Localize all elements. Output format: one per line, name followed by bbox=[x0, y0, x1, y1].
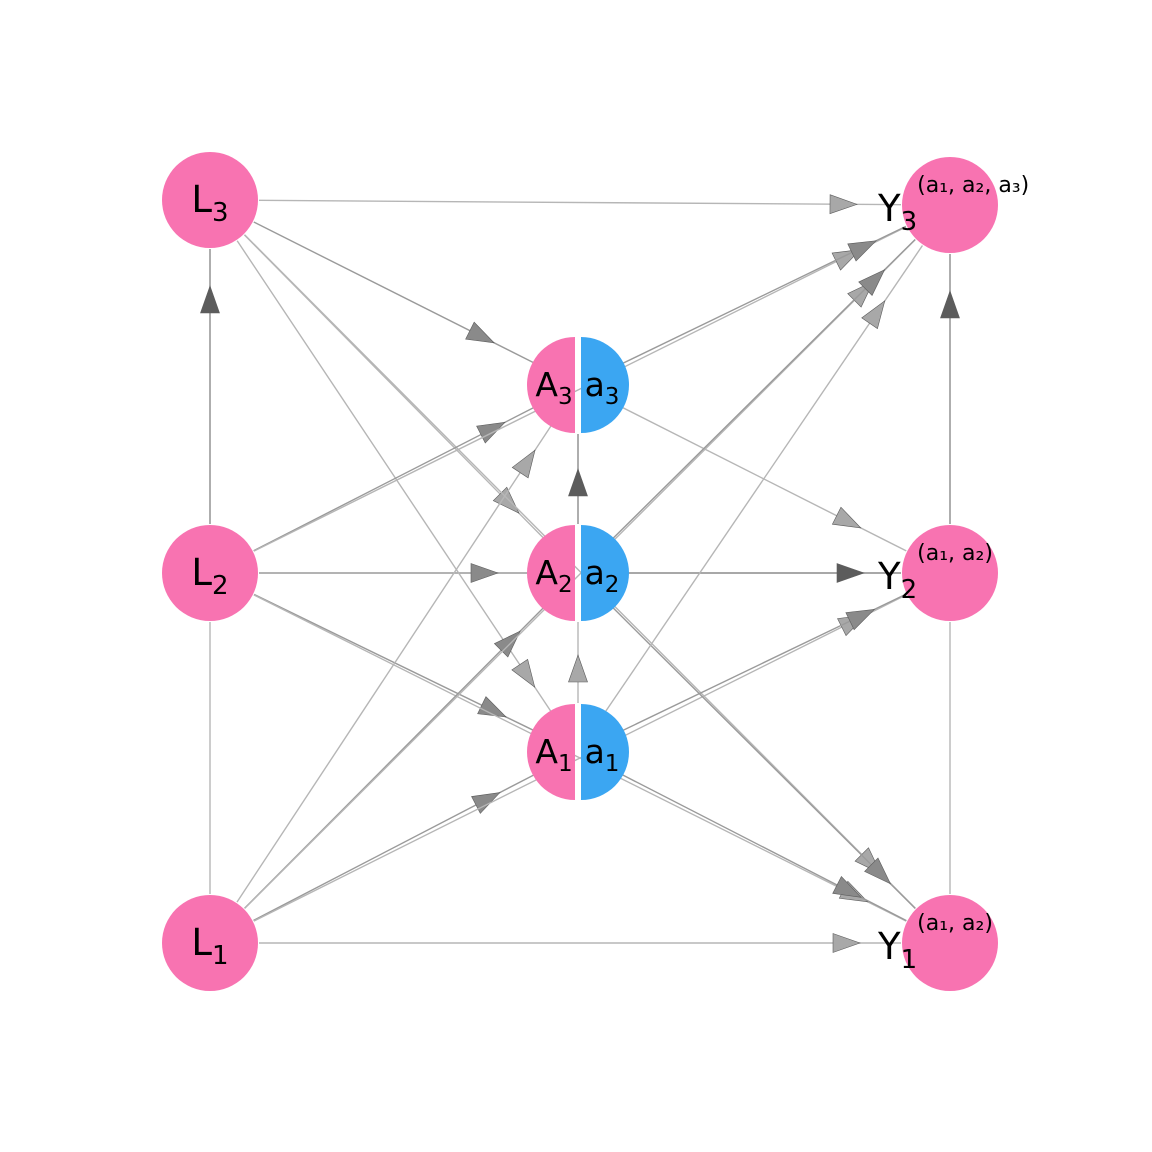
split-node-left-half bbox=[527, 704, 575, 800]
node-label: L3 bbox=[191, 178, 228, 228]
arrowhead bbox=[200, 285, 220, 314]
node-circle bbox=[902, 157, 998, 253]
edge-Y2-to-Y3 bbox=[940, 254, 960, 524]
arrowhead bbox=[858, 269, 886, 296]
edge-L1-to-A3 bbox=[236, 425, 552, 903]
node-Y3: Y3(a₁, a₂, a₃) bbox=[877, 157, 1029, 253]
split-node-left-half bbox=[527, 337, 575, 433]
edge-L2-to-A1 bbox=[253, 593, 535, 732]
arrowhead bbox=[836, 563, 865, 583]
edges-layer bbox=[200, 194, 960, 953]
edge-A2-to-Y1 bbox=[612, 607, 916, 909]
edge-L1-to-A1 bbox=[253, 773, 535, 922]
edge-A1-to-A2 bbox=[568, 622, 588, 703]
edge-A1-to-Y1 bbox=[621, 773, 907, 922]
node-Y1: Y1(a₁, a₂) bbox=[877, 895, 998, 991]
arrowhead bbox=[492, 486, 520, 514]
edge-A1-to-Y3 bbox=[604, 245, 924, 712]
split-node-right-half bbox=[581, 337, 629, 433]
edge-L1-to-Y1 bbox=[259, 933, 901, 953]
arrowhead bbox=[511, 449, 536, 479]
edge-A2-to-Y2 bbox=[627, 563, 901, 583]
arrowhead bbox=[493, 630, 521, 658]
split-node-left-half bbox=[527, 525, 575, 621]
arrowhead bbox=[831, 506, 862, 529]
edge-L3-to-Y3 bbox=[258, 194, 902, 215]
arrowhead bbox=[845, 609, 876, 631]
node-L1: L1 bbox=[162, 895, 258, 991]
arrowhead bbox=[832, 876, 862, 898]
arrowhead bbox=[568, 654, 588, 683]
edge-L3-to-A1 bbox=[236, 240, 552, 712]
arrowhead bbox=[861, 300, 886, 330]
edge-A2-to-Y3 bbox=[612, 238, 916, 540]
arrowhead bbox=[864, 857, 892, 885]
arrowhead bbox=[847, 240, 878, 262]
edge-A2-to-A3 bbox=[568, 434, 588, 524]
edge-L3-to-A3 bbox=[253, 221, 535, 364]
arrowhead bbox=[477, 696, 507, 718]
node-circle bbox=[162, 152, 258, 248]
arrowhead bbox=[829, 194, 858, 215]
edge-L2-to-A2 bbox=[259, 563, 529, 583]
node-circle bbox=[902, 525, 998, 621]
edge-A3-to-Y3 bbox=[621, 225, 907, 365]
node-circle bbox=[162, 525, 258, 621]
node-circle bbox=[902, 895, 998, 991]
node-L3: L3 bbox=[162, 152, 258, 248]
node-circle bbox=[162, 895, 258, 991]
edge-A1-to-Y2 bbox=[621, 593, 907, 732]
split-node-right-half bbox=[581, 704, 629, 800]
arrowhead bbox=[832, 933, 861, 953]
arrowhead bbox=[470, 563, 499, 583]
arrowhead bbox=[465, 321, 495, 344]
edge-L2-to-A3 bbox=[253, 406, 535, 552]
arrowhead bbox=[940, 290, 960, 319]
edge-L2-to-L3 bbox=[200, 249, 220, 524]
arrowhead bbox=[568, 468, 588, 497]
node-Y2: Y2(a₁, a₂) bbox=[877, 525, 998, 621]
edge-L2-to-Y3 bbox=[253, 226, 907, 552]
node-L2: L2 bbox=[162, 525, 258, 621]
split-node-right-half bbox=[581, 525, 629, 621]
arrowhead bbox=[511, 658, 536, 688]
